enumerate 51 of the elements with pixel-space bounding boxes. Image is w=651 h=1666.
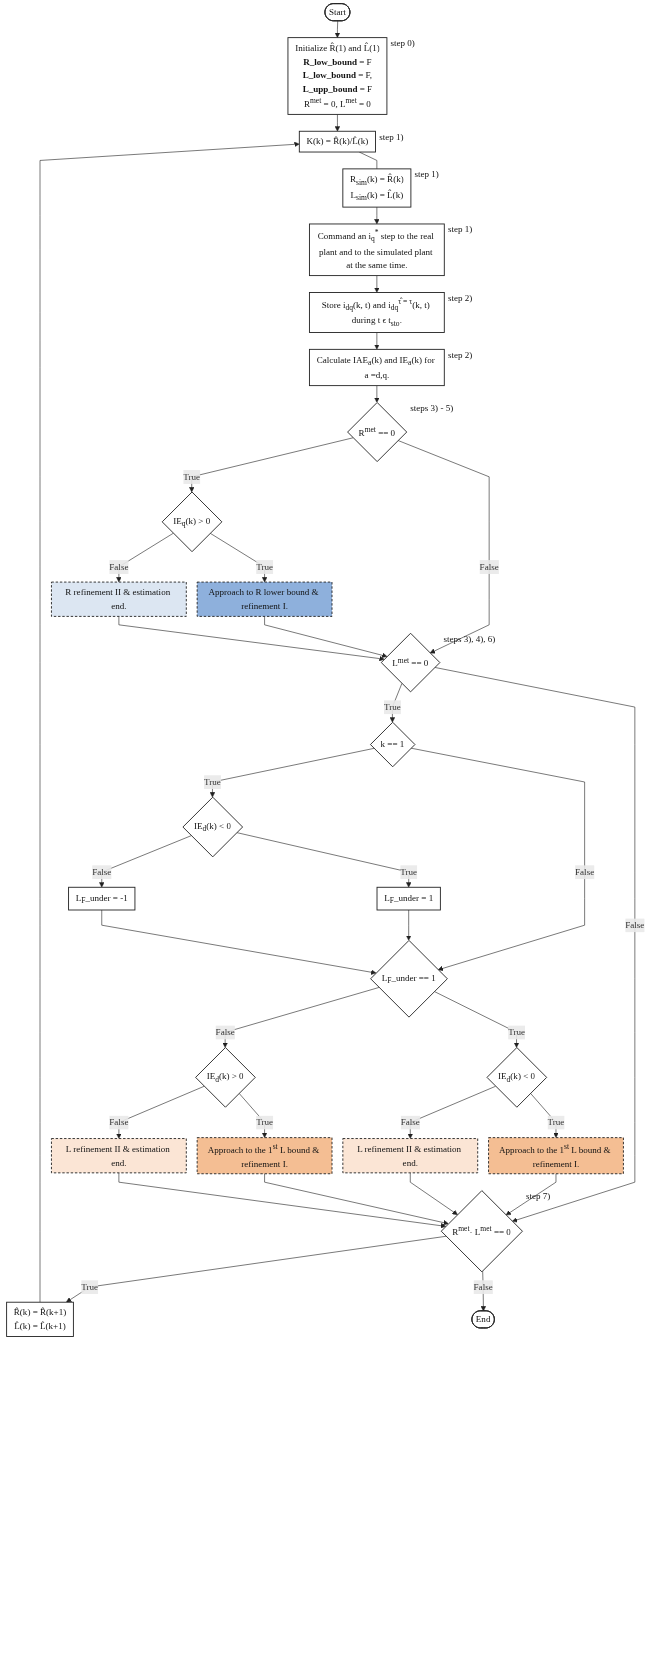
node-box: K(k) = R̂(k)/L̂(k) — [298, 130, 376, 153]
edge-label: False — [625, 920, 645, 930]
node-diamond: L$_{F}$_under == 1 — [370, 939, 448, 1018]
edge-label: True — [508, 1027, 525, 1038]
node-box: L refinement II & estimation end. — [342, 1138, 479, 1174]
edge-label: True — [81, 1282, 99, 1292]
edge-label: False — [109, 1117, 129, 1128]
edge-label: False — [473, 1282, 493, 1292]
edge-label: False — [215, 1027, 235, 1038]
edge-label: True — [384, 702, 401, 712]
node-diamond: IE$_{d}$(k) < 0 — [182, 796, 244, 858]
node-box: Command an i$_{q}$$^{*}$ step to the real plant and to the simulated plant at the same time. — [309, 223, 445, 277]
node-diamond: R$^{met}$ == 0 — [347, 402, 408, 463]
node-diamond: IE$_{q}$(k) > 0 — [161, 491, 223, 553]
edge-label: True — [183, 471, 201, 482]
node-box: Initialize R̂(1) and L̂(1) R_low_bound = F L_low_bound = F, L_upp_bound = F R$^{met}$ = 0, L$^{met}$ = 0 — [287, 37, 388, 115]
node-diamond: R$^{met}$· L$^{met}$ == 0 — [440, 1190, 523, 1273]
step-note: steps 3) - 5) — [410, 402, 454, 413]
edge-label: False — [109, 561, 129, 572]
step-note: step 2) — [447, 349, 473, 360]
step-note: step 1) — [414, 169, 439, 180]
node-box: Calculate IAE$_{a}$(k) and IE$_{a}$(k) for a =d,q. — [309, 348, 445, 387]
step-note: step 0) — [390, 38, 415, 49]
edge-label: False — [400, 1117, 420, 1128]
node-diamond: IE$_{d}$(k) > 0 — [195, 1047, 256, 1108]
node-box: L refinement II & estimation end. — [51, 1138, 187, 1174]
node-box: L$_{F}$_under = 1 — [376, 886, 441, 911]
node-box: Approach to R lower bound & refinement I. — [196, 581, 333, 617]
node-box: R̂(k) = R̂(k+1) L̂(k) = L̂(k+1) — [6, 1301, 74, 1337]
step-note: step 2) — [447, 292, 473, 303]
node-box: R refinement II & estimation end. — [51, 581, 187, 617]
node-box: Approach to the 1$^{st}$ L bound & refinement I. — [488, 1137, 624, 1175]
node-diamond: L$^{met}$ == 0 — [380, 632, 441, 693]
step-note: step 7) — [526, 1191, 551, 1202]
step-note: step 1) — [447, 224, 473, 235]
step-note: steps 3), 4), 6) — [443, 633, 496, 644]
step-note: step 1) — [379, 131, 404, 142]
node-diamond: k == 1 — [370, 721, 416, 768]
edge-label: False — [92, 867, 112, 877]
node-box: Store i$_{dq}$(k, t) and i$_{dq}$$^{τ̂ = τ}$(k, t) during t ϵ t$_{sto}$. — [309, 292, 445, 333]
edge-label: True — [400, 867, 418, 877]
node-box: R$_{sim}$(k) = R̂(k) L$_{sim}$(k) = L̂(k) — [342, 168, 412, 208]
edge-label: True — [256, 561, 273, 572]
edge-label: False — [479, 561, 499, 572]
edge-label: True — [204, 777, 221, 787]
node-diamond: IE$_{d}$(k) < 0 — [486, 1047, 548, 1108]
edge-label: True — [256, 1117, 273, 1128]
edge-label: False — [575, 867, 595, 877]
node-box: Approach to the 1$^{st}$ L bound & refinement I. — [196, 1137, 333, 1175]
node-box: L$_{F}$_under = -1 — [68, 886, 136, 911]
edge-label: True — [547, 1117, 565, 1128]
